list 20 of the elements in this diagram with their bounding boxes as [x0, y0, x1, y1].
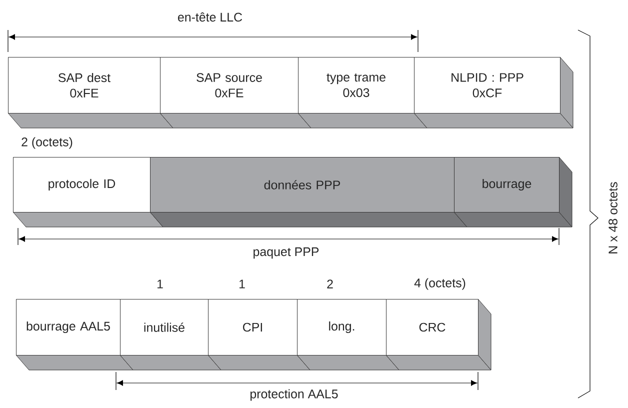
- field-box: protocole ID: [12, 157, 164, 228]
- dimension-label: 2: [327, 280, 333, 288]
- field-box: CRC: [386, 298, 492, 370]
- dimension-label: N x 48 octets: [608, 182, 618, 254]
- field-box: inutilisé: [120, 299, 222, 370]
- field-box: bourrage AAL5: [16, 299, 134, 370]
- field-box: type trame 0x03: [298, 57, 428, 128]
- field-box: SAP dest 0xFE: [8, 57, 174, 128]
- dimension-label: en-tête LLC: [178, 12, 242, 22]
- dimension-label: 2 (octets): [22, 137, 72, 149]
- field-box: NLPID : PPP 0xCF: [414, 56, 574, 128]
- field-box: bourrage: [454, 156, 572, 228]
- field-box: SAP source 0xFE: [160, 57, 312, 128]
- dimension-label: paquet PPP: [254, 247, 319, 259]
- dimension-label: 1: [240, 280, 245, 288]
- field-box: CPI: [208, 299, 310, 370]
- dimension-label: 4 (octets): [414, 278, 466, 290]
- field-box: données PPP: [150, 157, 468, 228]
- dimension-label: protection AAL5: [250, 389, 338, 401]
- field-box: long.: [296, 299, 400, 370]
